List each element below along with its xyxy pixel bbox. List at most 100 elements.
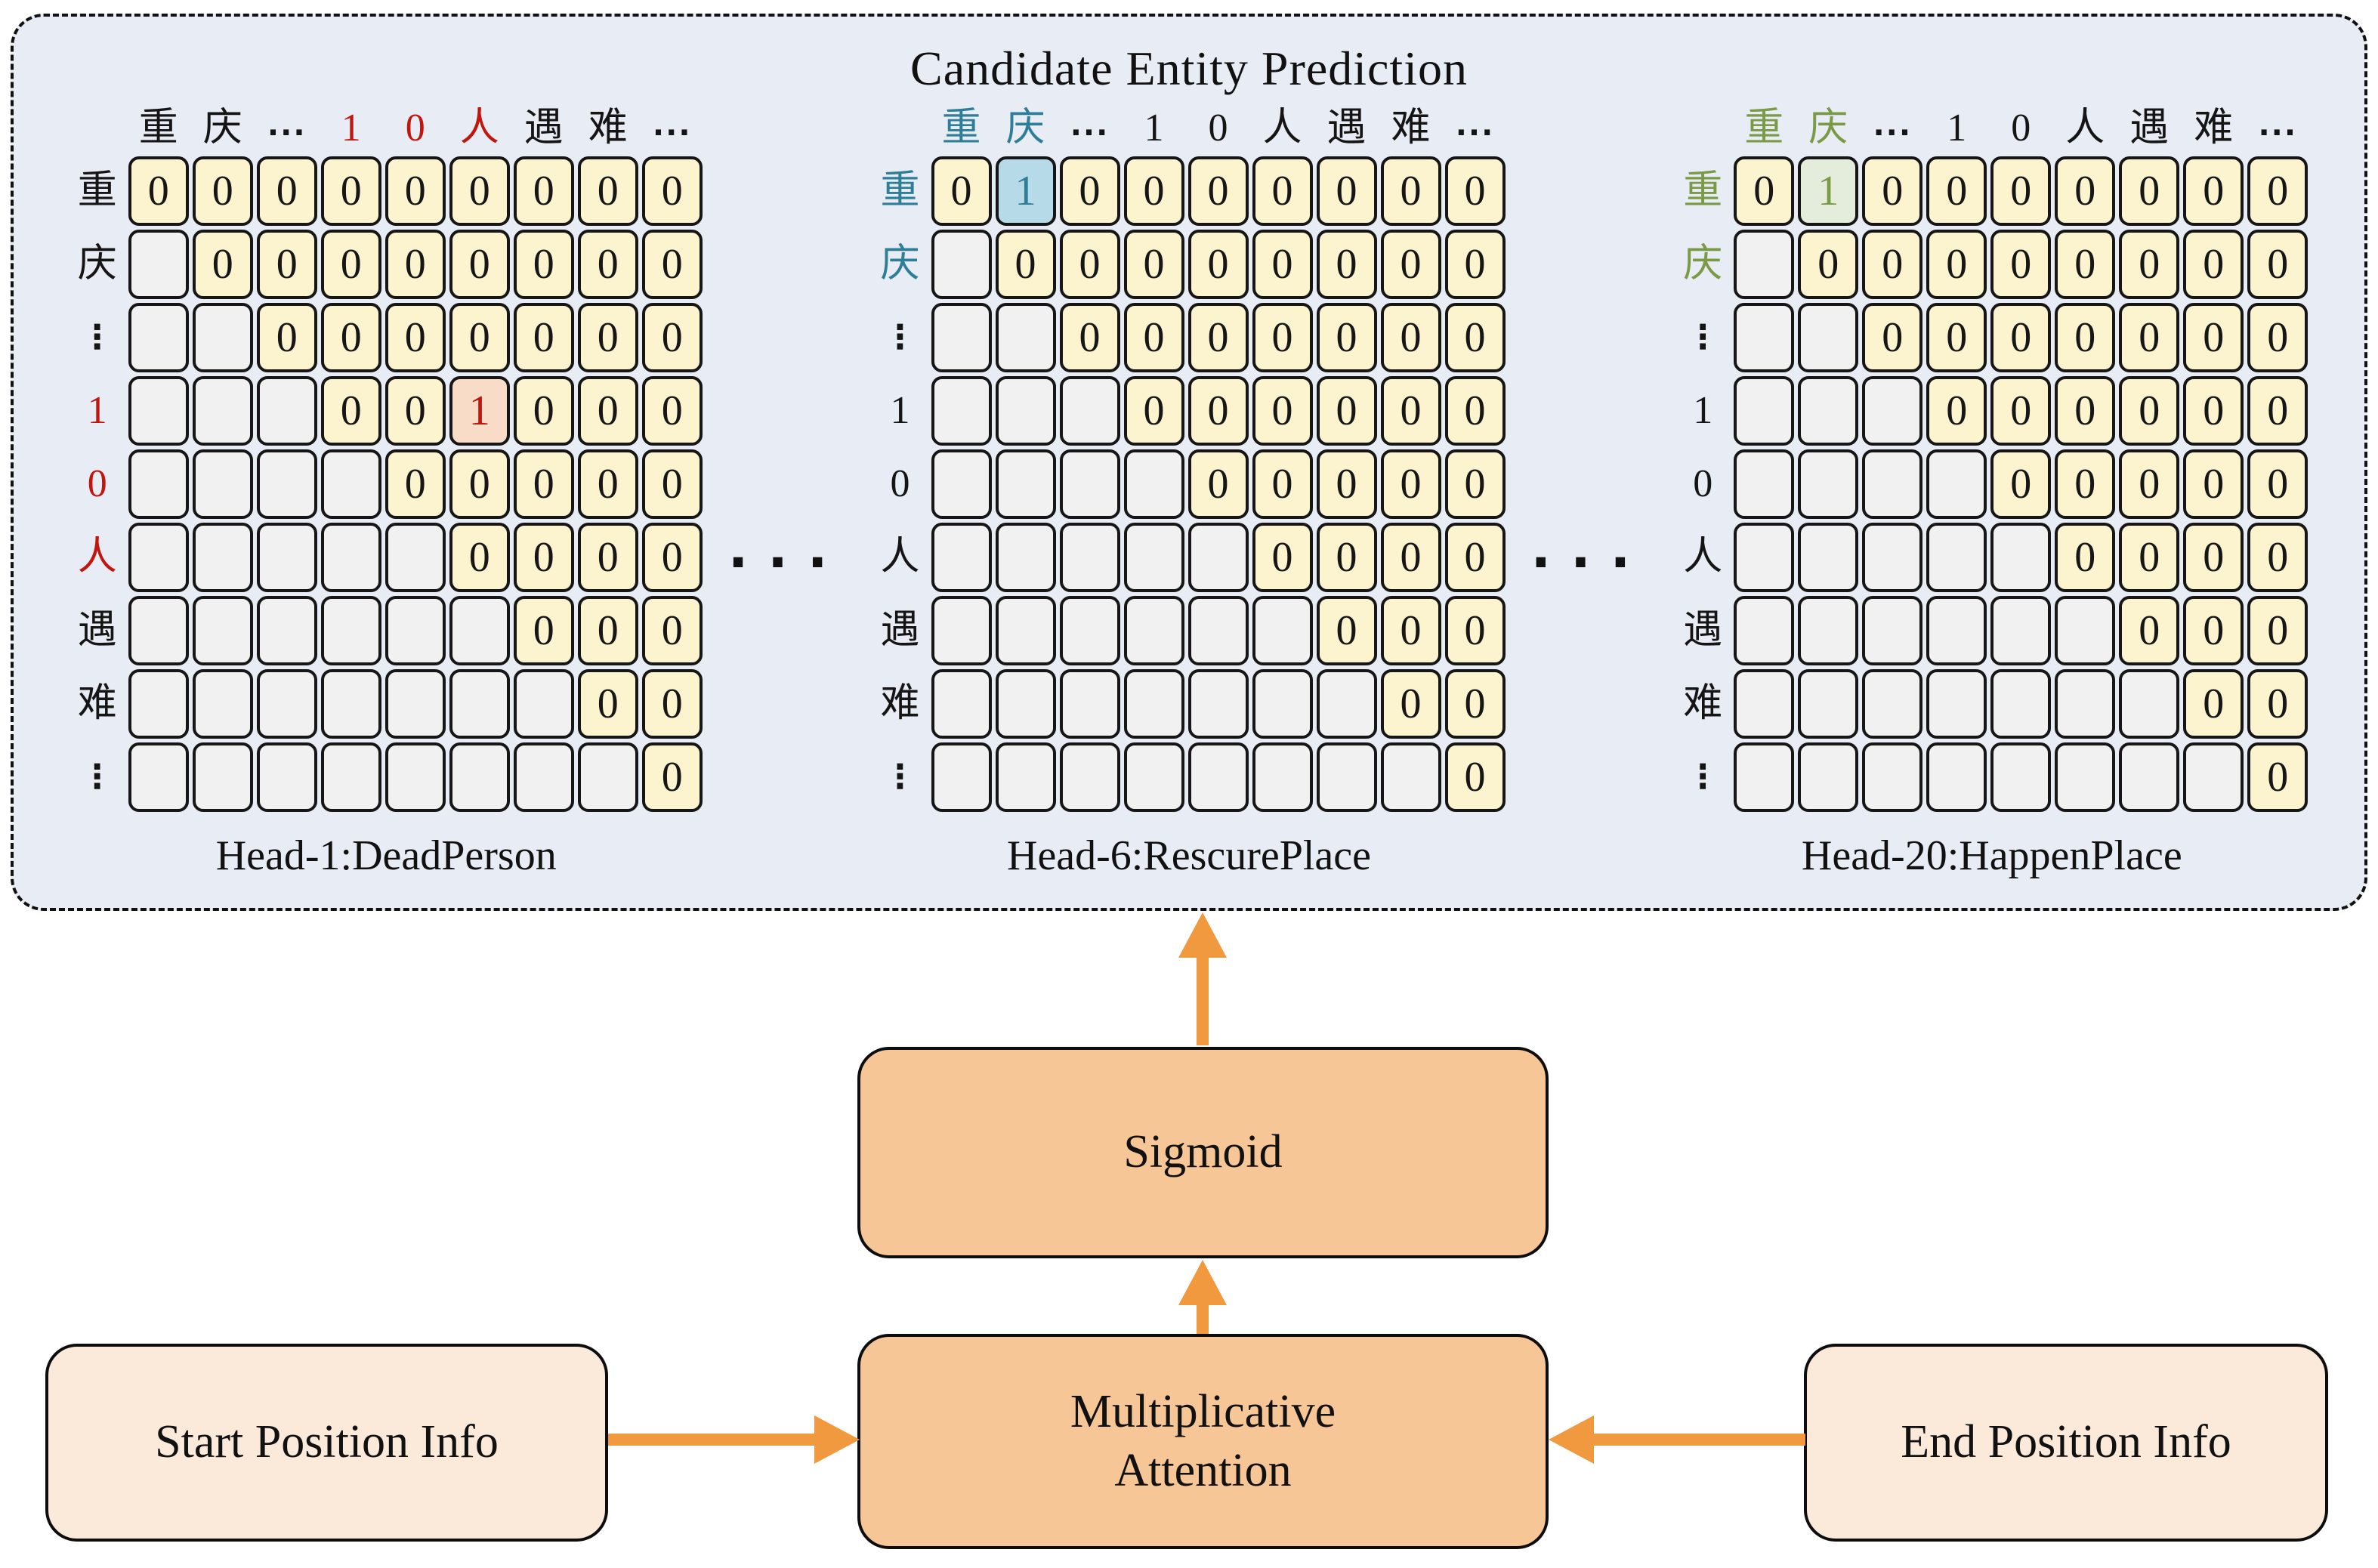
arrow-head <box>814 1415 860 1464</box>
matrix-cell: 0 <box>384 230 446 299</box>
row-label: ⋮ <box>80 758 114 796</box>
matrix-cell <box>1734 376 1795 446</box>
matrix-cell: 0 <box>1252 303 1313 372</box>
matrix-cell <box>1187 669 1249 739</box>
matrix-corner <box>70 109 125 153</box>
col-label: 遇 <box>1326 106 1367 150</box>
matrix-cell: 0 <box>192 156 253 226</box>
matrix-cell: 0 <box>449 449 510 519</box>
row-label: ⋮ <box>883 758 917 796</box>
row-label: 人 <box>880 536 920 579</box>
col-label: ··· <box>1070 116 1110 150</box>
attention-label-line2: Attention <box>1114 1444 1292 1496</box>
row-label: 0 <box>87 462 107 505</box>
matrix-cell <box>384 742 446 812</box>
matrix-cell <box>449 669 510 739</box>
matrix-cell <box>995 596 1056 665</box>
matrix-cell: 0 <box>577 449 638 519</box>
col-label: 庆 <box>202 106 242 150</box>
matrix-cell <box>256 449 317 519</box>
col-label: 遇 <box>523 106 564 150</box>
col-label: 重 <box>138 106 178 150</box>
matrix-cell: 0 <box>1187 376 1249 446</box>
matrix-cell <box>995 742 1056 812</box>
matrix-cell <box>384 523 446 592</box>
matrix-cell: 0 <box>2183 523 2244 592</box>
matrix-cell: 0 <box>513 376 574 446</box>
matrix-cell <box>1123 596 1184 665</box>
matrix-cell <box>995 303 1056 372</box>
matrix-cell <box>1798 596 1859 665</box>
matrix-cell <box>2183 742 2244 812</box>
matrix-cell <box>1380 742 1441 812</box>
row-label: 难 <box>880 682 920 725</box>
matrix-cell: 0 <box>1380 449 1441 519</box>
matrix-cell: 0 <box>1444 742 1506 812</box>
matrix-cell <box>320 523 381 592</box>
arrow-shaft <box>608 1434 817 1446</box>
matrix-head-label: Head-6:RescurePlace <box>1007 832 1371 879</box>
col-label: 1 <box>1947 106 1967 150</box>
matrix-cell: 0 <box>320 303 381 372</box>
matrix-cell-highlighted: 1 <box>449 376 510 446</box>
row-label: 难 <box>1683 682 1723 725</box>
matrix-cell <box>1734 523 1795 592</box>
matrix-cell: 0 <box>1444 376 1506 446</box>
matrix-cell: 0 <box>577 596 638 665</box>
matrix-cell: 0 <box>641 156 703 226</box>
matrix-cell: 0 <box>2247 156 2309 226</box>
matrix-cell: 0 <box>1990 376 2052 446</box>
matrix-cell: 0 <box>384 303 446 372</box>
matrix-cell: 0 <box>1926 230 1987 299</box>
col-label: 重 <box>1744 106 1784 150</box>
matrix-corner <box>873 109 928 153</box>
col-label: 人 <box>2065 106 2105 150</box>
matrix-cell: 0 <box>2247 376 2309 446</box>
matrix-cell: 0 <box>2119 230 2180 299</box>
matrix-cell <box>2119 742 2180 812</box>
matrix-cell: 0 <box>1444 230 1506 299</box>
matrix-cell <box>1059 669 1120 739</box>
matrix-cell: 0 <box>256 230 317 299</box>
matrix-cell: 0 <box>2055 303 2116 372</box>
matrix-cell <box>513 669 574 739</box>
matrix-cell: 0 <box>577 156 638 226</box>
matrix-cell <box>995 449 1056 519</box>
matrix-cell <box>1059 596 1120 665</box>
matrix-cell <box>320 596 381 665</box>
matrix-cell <box>1862 742 1923 812</box>
col-label: ··· <box>652 116 692 150</box>
matrix-cell: 0 <box>1316 596 1377 665</box>
matrix-cell: 0 <box>1926 303 1987 372</box>
matrix-cell: 0 <box>2183 449 2244 519</box>
start-position-label: Start Position Info <box>155 1416 499 1468</box>
matrix-cell: 0 <box>320 156 381 226</box>
matrix-cell: 0 <box>577 376 638 446</box>
matrix-cell: 0 <box>641 303 703 372</box>
matrix-cell: 0 <box>1123 230 1184 299</box>
matrix-cell <box>192 523 253 592</box>
matrix-cell <box>1926 596 1987 665</box>
matrix-cell: 0 <box>1059 303 1120 372</box>
matrix-cell <box>256 669 317 739</box>
col-label: 重 <box>941 106 981 150</box>
matrix-cell <box>1734 449 1795 519</box>
matrix-cell <box>1798 449 1859 519</box>
row-label: 1 <box>890 389 910 432</box>
matrix-cell <box>320 669 381 739</box>
matrix-cell: 0 <box>1990 303 2052 372</box>
matrix-cell <box>256 596 317 665</box>
matrix-cell <box>1187 523 1249 592</box>
matrix-cell <box>1862 523 1923 592</box>
matrix-cell: 0 <box>128 156 189 226</box>
matrix-cell: 0 <box>2183 376 2244 446</box>
matrix-cell <box>1798 742 1859 812</box>
matrix-cell: 0 <box>1380 376 1441 446</box>
col-label: ··· <box>1455 116 1495 150</box>
row-label: 1 <box>1693 389 1713 432</box>
matrix-cell: 0 <box>1862 303 1923 372</box>
matrix-cell: 0 <box>1059 156 1120 226</box>
